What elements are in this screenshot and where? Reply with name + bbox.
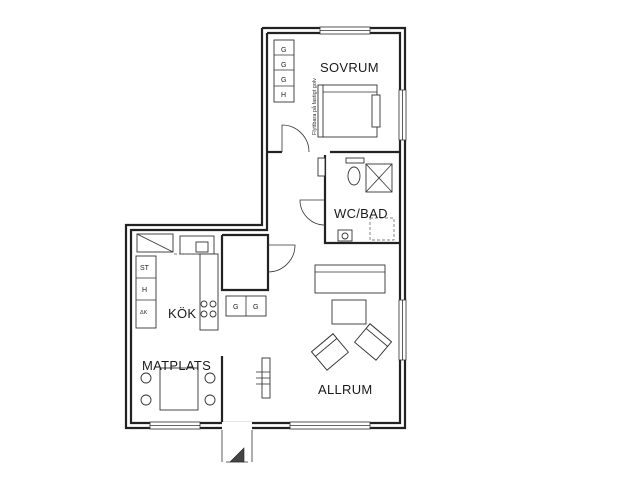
windows [149, 26, 407, 430]
room-label-wc-bad: WC/BAD [334, 206, 388, 221]
bed [317, 84, 381, 138]
bathroom-walls [323, 155, 400, 245]
sofa [314, 264, 386, 294]
hall-wardrobe-g1: G [233, 304, 238, 311]
bathroom-door [299, 199, 326, 226]
entrance [221, 422, 253, 463]
room-label-sovrum: SOVRUM [320, 60, 379, 75]
closet-note: Flyttbara på fastigt golv [311, 78, 318, 135]
kitchen-counters: ST H ΔK [135, 233, 219, 331]
hall-wardrobes: G G [225, 295, 267, 317]
wardrobe-label-g1: G [281, 47, 286, 54]
wardrobe-label-g3: G [281, 77, 286, 84]
hall-wardrobe-g2: G [253, 304, 258, 311]
room-label-kok: KÖK [168, 306, 196, 321]
exterior-walls [124, 26, 407, 430]
radiator [256, 357, 271, 399]
room-label-matplats: MATPLATS [142, 358, 211, 373]
bathroom-fixtures [337, 157, 395, 242]
bedroom-door [281, 124, 310, 153]
armchair-left [310, 333, 350, 371]
armchair-right [353, 323, 393, 361]
bedroom-wardrobes: G G G H [273, 39, 295, 103]
wardrobe-label-g2: G [281, 62, 286, 69]
kitchen-label-st: ST [140, 265, 150, 272]
room-label-allrum: ALLRUM [318, 382, 373, 397]
kitchen-label-dk: ΔK [140, 310, 148, 316]
kitchen-label-h: H [142, 287, 147, 294]
hall-closet [220, 233, 296, 292]
wardrobe-label-h: H [281, 92, 286, 99]
coffee-table [331, 299, 367, 325]
dining-table [140, 367, 216, 411]
